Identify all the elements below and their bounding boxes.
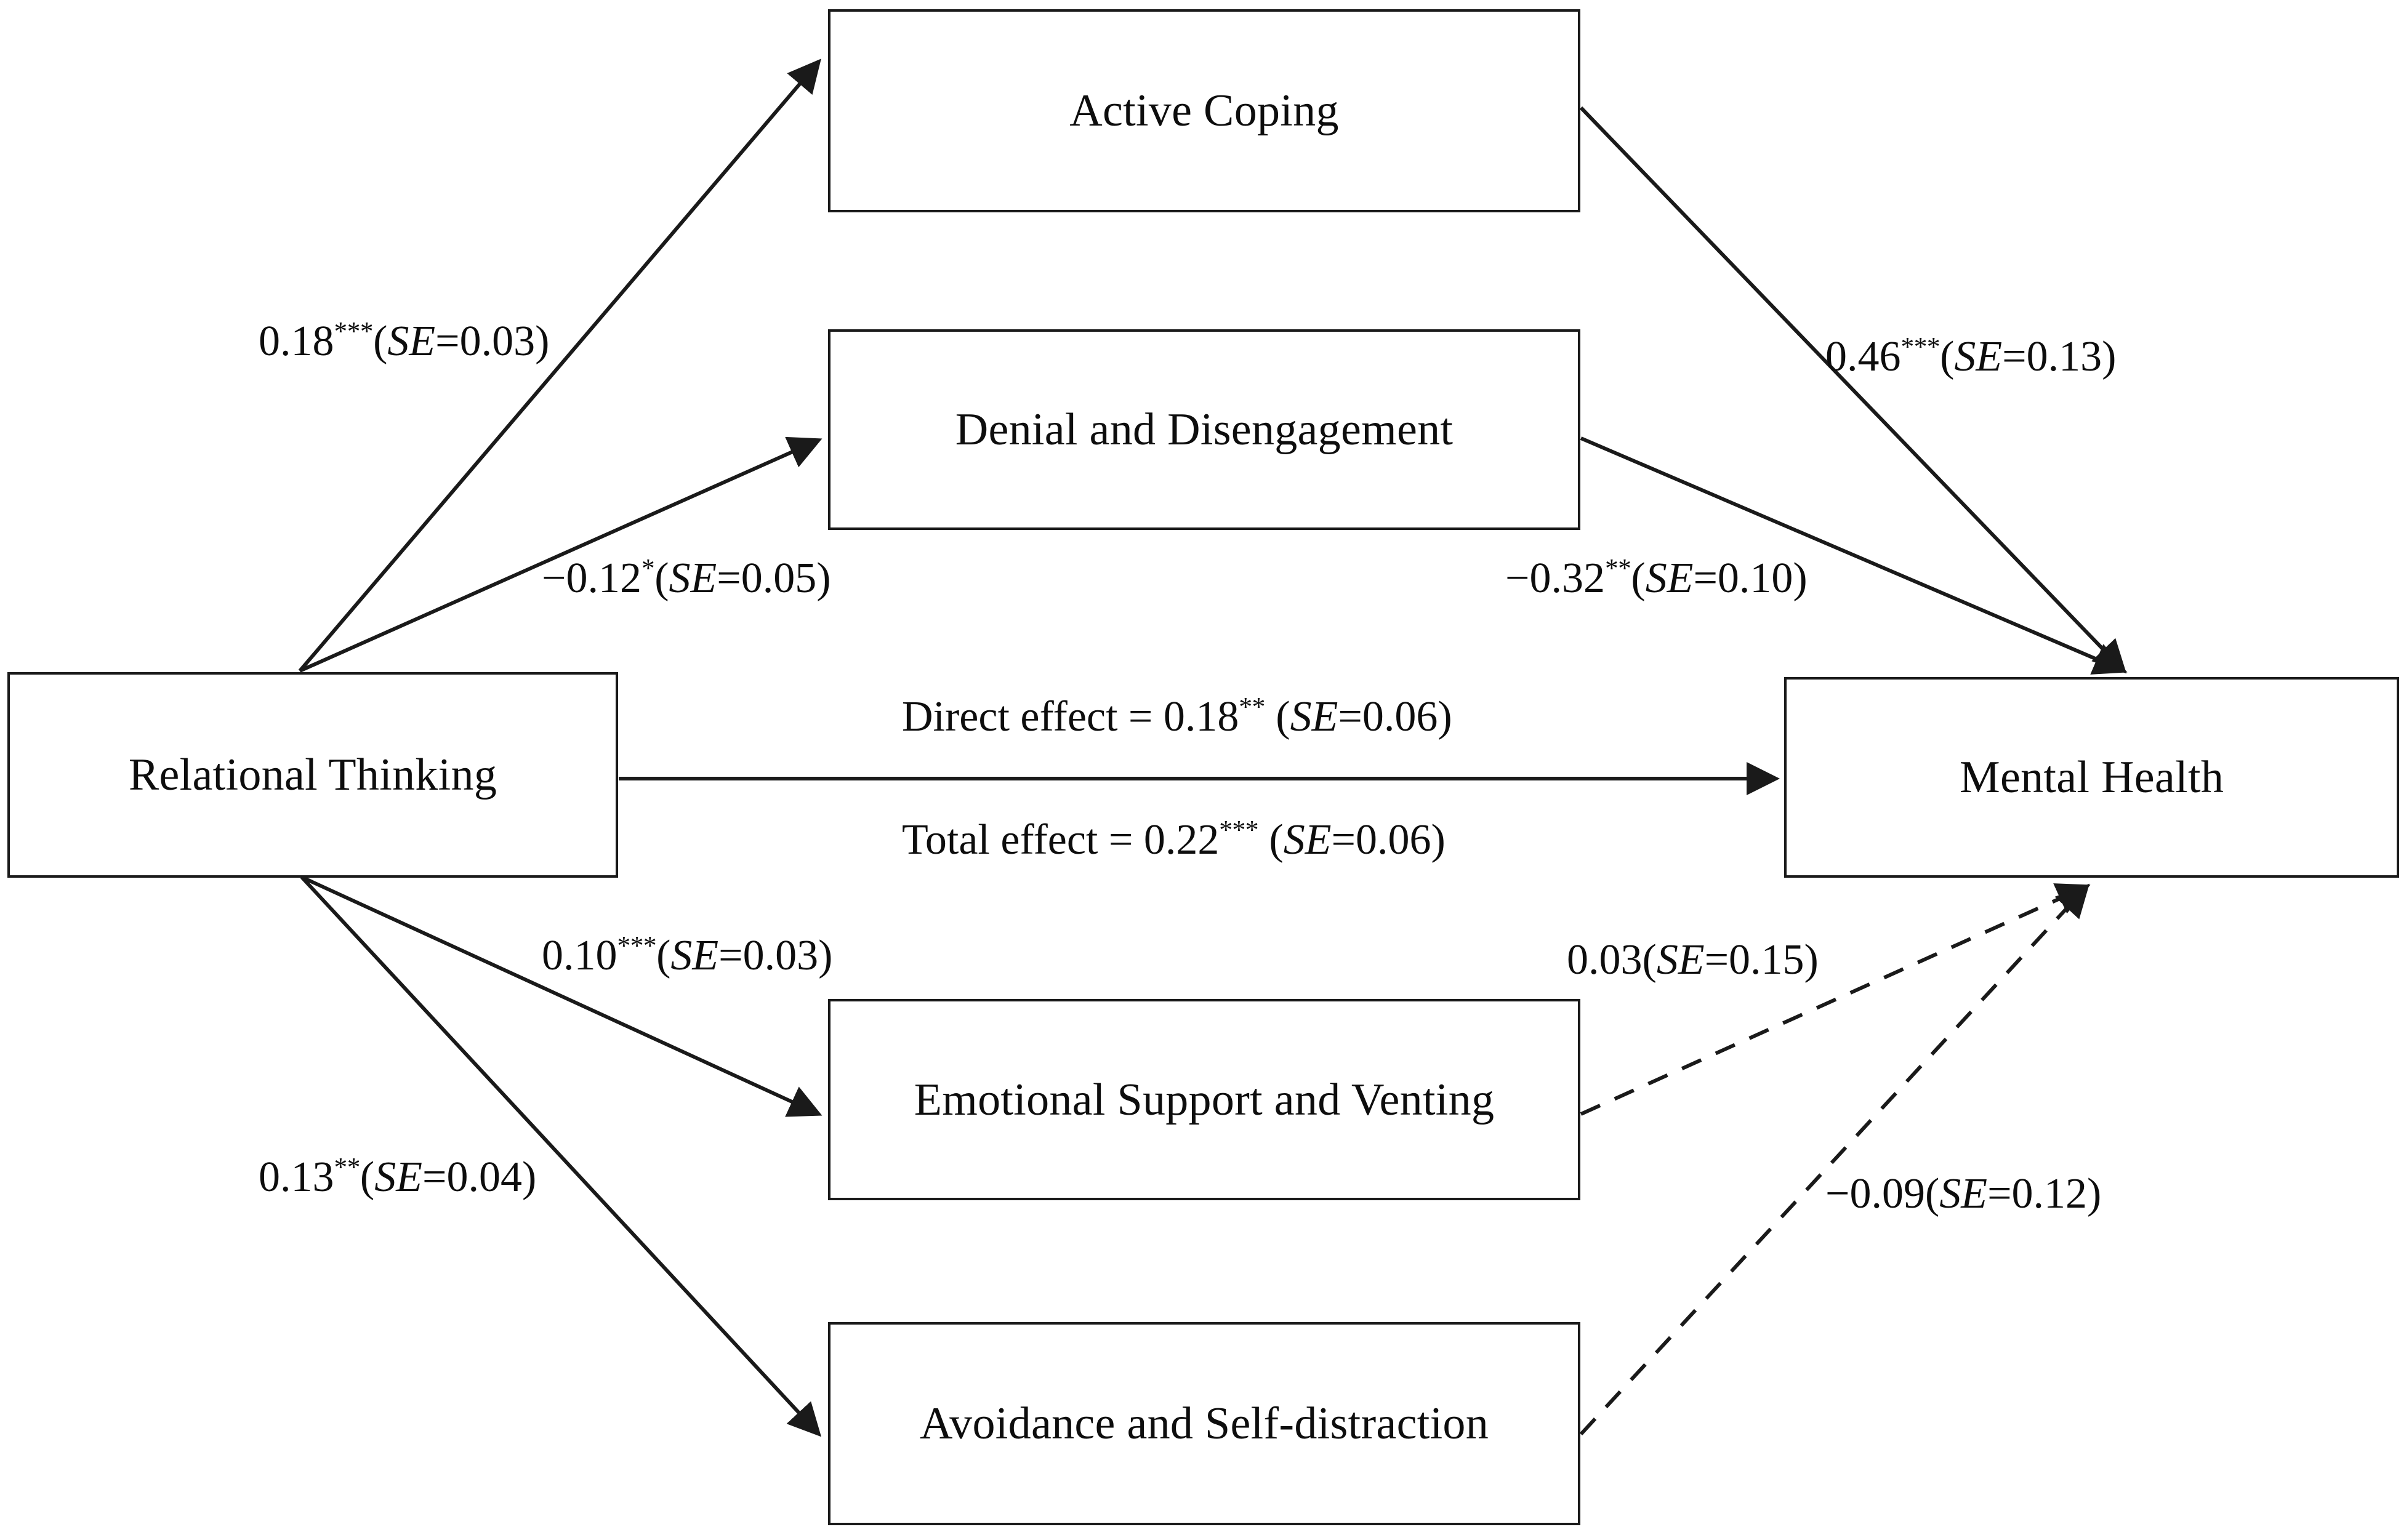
edge-se-prefix-active-coping-to-mh: (: [1940, 333, 1955, 380]
edge-se-prefix-rt-to-active-coping: (: [373, 318, 388, 365]
edge-label-direct-effect: Direct effect = 0.18** (SE=0.06): [902, 693, 1452, 740]
edge-stars-rt-to-avoidance: **: [334, 1152, 361, 1182]
edge-se-prefix-rt-to-avoidance: (: [360, 1153, 375, 1201]
edge-se-prefix-denial-to-mh: (: [1631, 555, 1646, 602]
edge-se-label-denial-to-mh: SE: [1645, 555, 1694, 602]
node-mental-health[interactable]: Mental Health: [1784, 677, 2399, 878]
edge-se-prefix-avoidance-to-mh: (: [1924, 1170, 1940, 1217]
edge-line-rt-to-active-coping: [298, 58, 821, 672]
edge-se-label-rt-to-avoidance: SE: [374, 1153, 422, 1201]
edge-line-avoidance-to-mh: [1579, 883, 2090, 1436]
edge-line-emotional-support-to-mh: [1580, 883, 2091, 1116]
edge-se-label-total-effect: SE: [1283, 816, 1332, 864]
edge-label-rt-to-avoidance: 0.13**(SE=0.04): [259, 1152, 537, 1201]
edge-label-rt-to-emotional-support: 0.10***(SE=0.03): [542, 931, 833, 979]
edge-stars-rt-to-denial: *: [641, 553, 655, 584]
edge-stars-total-effect: ***: [1219, 815, 1258, 845]
edge-se-label-rt-to-active-coping: SE: [387, 318, 436, 365]
edge-se-label-rt-to-emotional-support: SE: [670, 932, 719, 979]
edge-coefficient-total-effect: 0.22: [1143, 816, 1220, 864]
edge-stars-rt-to-emotional-support: ***: [617, 931, 657, 961]
edge-se-value-rt-to-denial: =0.05): [717, 555, 831, 602]
edge-stars-rt-to-active-coping: ***: [334, 316, 374, 347]
edge-label-rt-to-denial: −0.12*(SE=0.05): [542, 553, 831, 602]
edge-label-denial-to-mh: −0.32**(SE=0.10): [1505, 553, 1808, 602]
edge-coefficient-emotional-support-to-mh: 0.03: [1567, 936, 1643, 984]
edge-label-rt-to-active-coping: 0.18***(SE=0.03): [259, 316, 550, 365]
edge-se-prefix-rt-to-emotional-support: (: [656, 932, 671, 979]
edge-se-label-active-coping-to-mh: SE: [1954, 333, 2003, 380]
edge-prefix-total-effect: Total effect =: [902, 816, 1144, 864]
edge-line-denial-to-mh: [1580, 436, 2128, 675]
edge-se-value-emotional-support-to-mh: =0.15): [1704, 936, 1819, 984]
node-avoidance-and-self-distraction[interactable]: Avoidance and Self-distraction: [828, 1322, 1580, 1525]
edge-se-prefix-total-effect: (: [1258, 816, 1284, 864]
edge-se-prefix-direct-effect: (: [1265, 693, 1290, 740]
edge-line-rt-to-avoidance: [300, 875, 822, 1437]
edge-stars-direct-effect: **: [1239, 692, 1265, 722]
edge-stars-active-coping-to-mh: ***: [1900, 332, 1941, 362]
edge-label-emotional-support-to-mh: 0.03(SE=0.15): [1567, 939, 1819, 982]
edge-label-active-coping-to-mh: 0.46***(SE=0.13): [1825, 332, 2117, 380]
edge-prefix-direct-effect: Direct effect =: [902, 693, 1164, 740]
edge-coefficient-rt-to-denial: −0.12: [542, 555, 641, 602]
edge-coefficient-rt-to-active-coping: 0.18: [259, 318, 334, 365]
edge-se-value-rt-to-emotional-support: =0.03): [718, 932, 833, 979]
edge-line-rt-to-emotional-support: [300, 875, 822, 1117]
edge-coefficient-denial-to-mh: −0.32: [1505, 555, 1605, 602]
node-emotional-support-and-venting[interactable]: Emotional Support and Venting: [828, 999, 1580, 1200]
edge-se-value-total-effect: =0.06): [1331, 816, 1446, 864]
edge-coefficient-avoidance-to-mh: −0.09: [1825, 1170, 1925, 1217]
edge-se-label-emotional-support-to-mh: SE: [1656, 936, 1705, 984]
node-relational-thinking[interactable]: Relational Thinking: [7, 672, 618, 878]
node-label-mental-health: Mental Health: [1959, 752, 2224, 803]
edge-se-value-active-coping-to-mh: =0.13): [2002, 333, 2117, 380]
edge-line-rt-to-denial: [299, 436, 822, 673]
node-label-emotional-support-and-venting: Emotional Support and Venting: [914, 1074, 1495, 1125]
edge-label-avoidance-to-mh: −0.09(SE=0.12): [1825, 1173, 2101, 1216]
edge-line-active-coping-to-mh: [1579, 106, 2127, 674]
node-label-denial-and-disengagement: Denial and Disengagement: [955, 404, 1454, 455]
edge-se-prefix-rt-to-denial: (: [654, 555, 669, 602]
edge-se-value-rt-to-avoidance: =0.04): [422, 1153, 537, 1201]
edge-coefficient-active-coping-to-mh: 0.46: [1825, 333, 1901, 380]
node-label-avoidance-and-self-distraction: Avoidance and Self-distraction: [919, 1398, 1489, 1449]
node-label-relational-thinking: Relational Thinking: [128, 750, 497, 800]
edge-se-label-avoidance-to-mh: SE: [1939, 1170, 1988, 1217]
edge-label-total-effect: Total effect = 0.22*** (SE=0.06): [902, 815, 1446, 864]
edge-coefficient-rt-to-emotional-support: 0.10: [542, 932, 617, 979]
edge-se-label-direct-effect: SE: [1290, 693, 1338, 740]
edge-se-value-direct-effect: =0.06): [1338, 693, 1452, 740]
edge-coefficient-direct-effect: 0.18: [1163, 693, 1239, 740]
edge-se-prefix-emotional-support-to-mh: (: [1642, 936, 1657, 984]
edge-stars-denial-to-mh: **: [1604, 553, 1631, 584]
edge-coefficient-rt-to-avoidance: 0.13: [259, 1153, 334, 1201]
node-label-active-coping: Active Coping: [1069, 86, 1339, 136]
edge-se-value-denial-to-mh: =0.10): [1693, 555, 1808, 602]
node-denial-and-disengagement[interactable]: Denial and Disengagement: [828, 329, 1580, 530]
node-active-coping[interactable]: Active Coping: [828, 9, 1580, 212]
edge-se-value-avoidance-to-mh: =0.12): [1987, 1170, 2102, 1217]
edge-se-value-rt-to-active-coping: =0.03): [435, 318, 550, 365]
edge-se-label-rt-to-denial: SE: [669, 555, 717, 602]
